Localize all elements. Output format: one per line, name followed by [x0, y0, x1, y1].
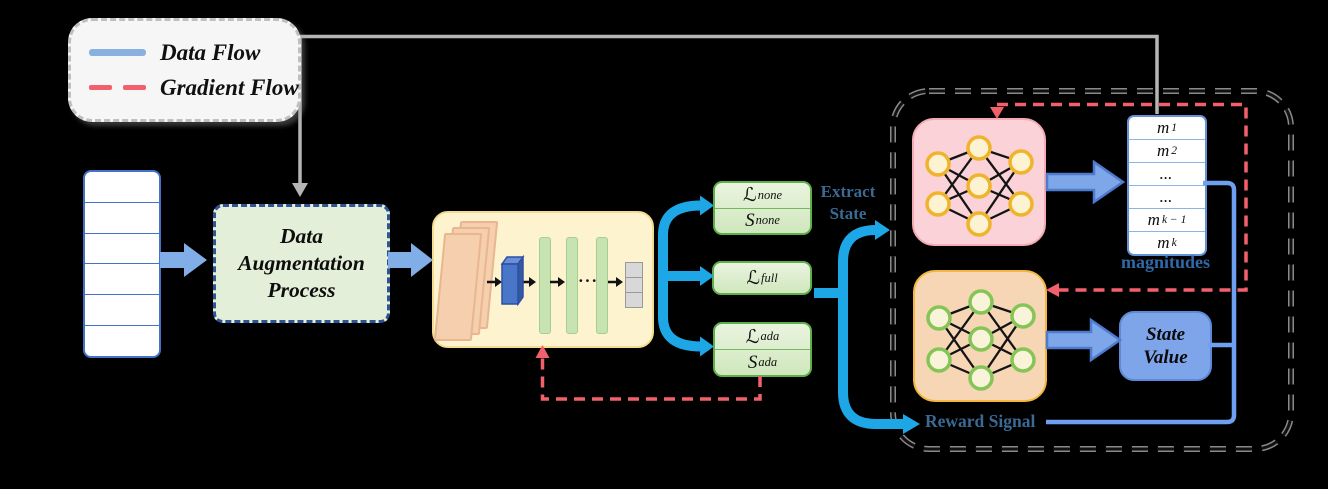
gradient-flow-line-sample	[89, 85, 146, 90]
output-vector	[625, 262, 643, 308]
loss-ada-sub: ada	[760, 329, 780, 343]
score-ada-symbol: S	[747, 351, 758, 373]
loss-full-sub: full	[761, 270, 778, 285]
extract-reward-trunk	[838, 225, 904, 429]
loss-fork	[658, 200, 702, 352]
loss-none-symbol: ℒ	[743, 184, 757, 207]
value-network-box	[913, 270, 1047, 402]
extract-state-label: Extract State	[804, 181, 892, 225]
loss-full-symbol: ℒ	[746, 267, 760, 289]
input-table-row	[85, 232, 159, 264]
input-table-row	[85, 294, 159, 325]
data-flow-label: Data Flow	[160, 39, 261, 65]
loss-ada-symbol: ℒ	[745, 325, 760, 348]
input-table-row	[85, 325, 159, 356]
input-table-row	[85, 172, 159, 202]
score-none-sub: none	[755, 213, 780, 228]
policy-network-nodes	[925, 135, 1034, 237]
input-table-row	[85, 263, 159, 294]
magnitude-row: ...	[1129, 185, 1205, 208]
reward-signal-arrow	[903, 414, 920, 434]
magnitude-row: ...	[1129, 162, 1205, 185]
policy-network-graph	[925, 135, 1034, 237]
augmentation-line2: Augmentation	[238, 251, 365, 275]
legend: Data Flow Gradient Flow	[68, 18, 301, 122]
state-value-line1: State	[1145, 324, 1186, 345]
score-none-symbol: S	[745, 209, 755, 231]
arrow-value-to-statevalue	[1045, 317, 1123, 363]
reward-signal-label: Reward Signal	[925, 411, 1036, 431]
state-value-line2: Value	[1143, 347, 1188, 368]
state-value-box: State Value	[1119, 311, 1212, 381]
cnn-box: ···	[432, 211, 654, 348]
input-table-row	[85, 201, 159, 233]
extract-state-line2: State	[829, 204, 867, 223]
value-network-graph	[926, 289, 1036, 391]
gradient-arrow-value	[1046, 283, 1059, 297]
gradient-flow-label: Gradient Flow	[160, 74, 299, 100]
fork-arrow-ada	[700, 336, 714, 357]
feedback-arrowhead	[292, 183, 308, 197]
data-augmentation-box: Data Augmentation Process	[213, 204, 390, 323]
fc-bar-2	[566, 237, 578, 334]
data-flow-line-sample	[89, 49, 146, 56]
arrow-policy-to-magnitudes	[1045, 159, 1126, 205]
augmentation-line3: Process	[267, 278, 336, 302]
cnn-ellipsis: ···	[577, 271, 598, 290]
input-table	[83, 170, 161, 358]
magnitudes-caption: magnitudes	[1120, 252, 1210, 272]
loss-none-sub: none	[757, 187, 782, 202]
arrow-input-to-augmentation	[160, 243, 207, 277]
score-ada-sub: ada	[758, 355, 778, 369]
legend-item-data-flow: Data Flow	[71, 40, 298, 66]
extract-state-line1: Extract	[820, 182, 876, 201]
augmentation-line1: Data	[280, 224, 323, 248]
value-network-nodes	[926, 289, 1036, 391]
fc-bar-3	[596, 237, 608, 334]
fork-arrow-none	[700, 195, 714, 216]
policy-network-box	[912, 118, 1046, 246]
fc-bar-1	[539, 237, 551, 334]
arrow-augmentation-to-cnn	[388, 243, 433, 277]
legend-item-gradient-flow: Gradient Flow	[71, 74, 299, 101]
